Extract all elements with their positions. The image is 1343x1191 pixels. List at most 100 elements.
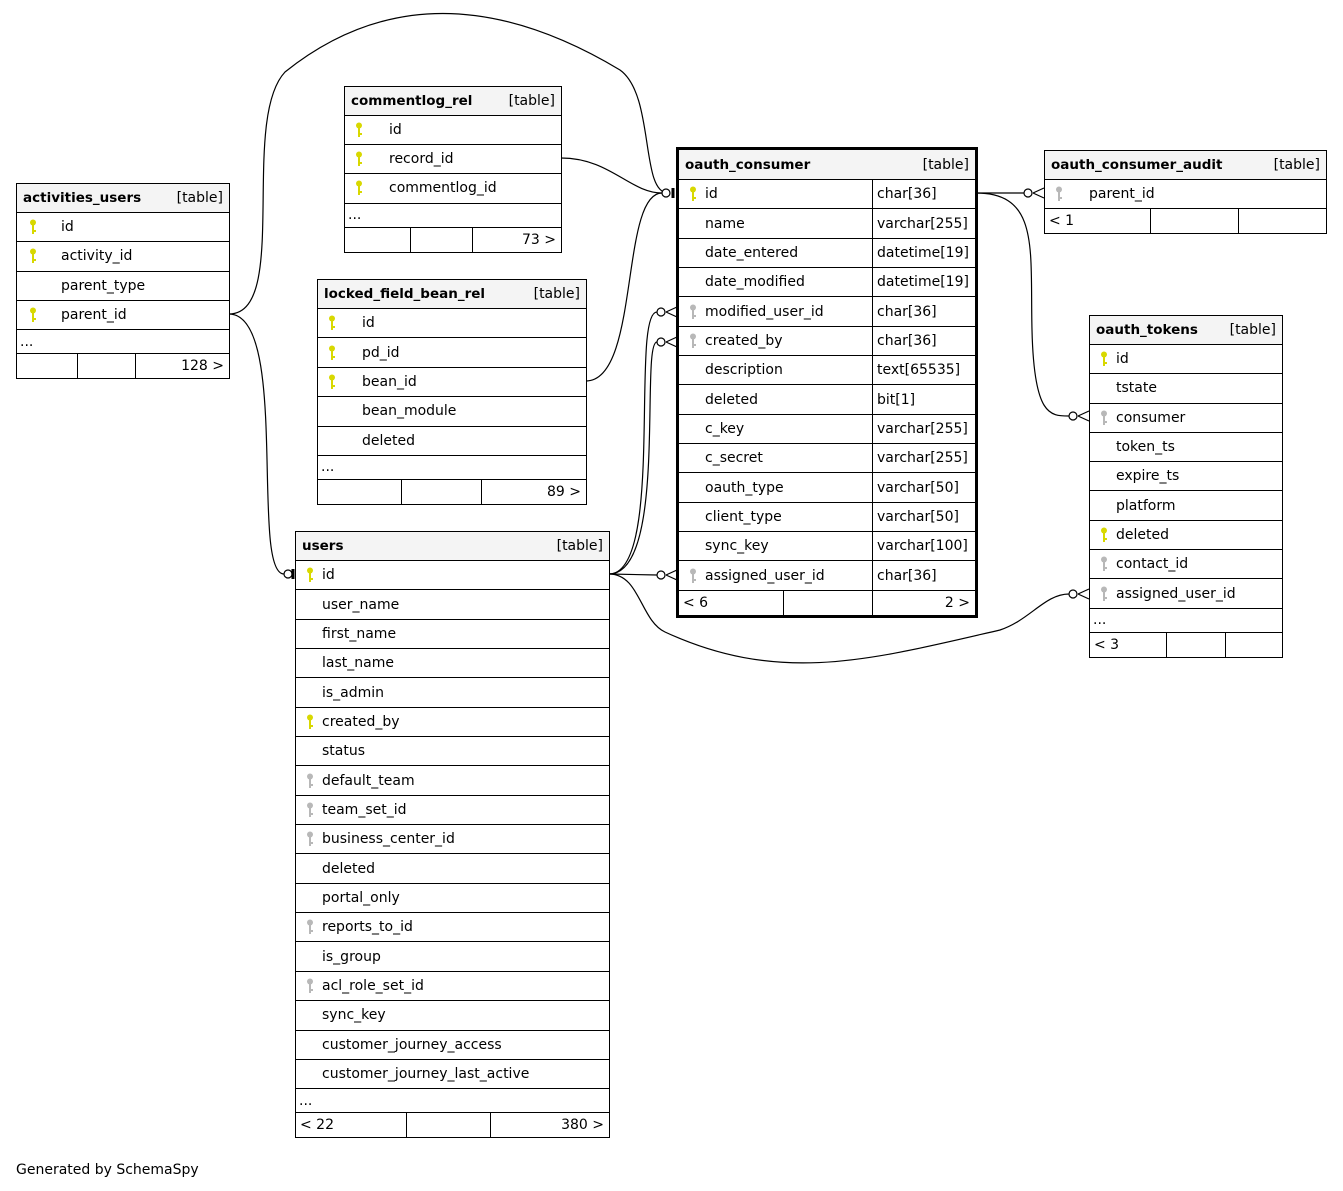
column-row[interactable]: customer_journey_last_active — [296, 1060, 609, 1090]
table-oauth-consumer-audit[interactable]: oauth_consumer_audit [table] parent_id <… — [1044, 150, 1327, 234]
column-row[interactable]: is_group — [296, 942, 609, 972]
column-row[interactable]: platform — [1090, 491, 1282, 521]
table-oauth-tokens[interactable]: oauth_tokens [table] id tstate consumer … — [1089, 315, 1283, 658]
column-name: business_center_id — [322, 831, 455, 848]
column-row[interactable]: contact_id — [1090, 550, 1282, 580]
column-row[interactable]: record_id — [345, 145, 561, 175]
parent-count-link[interactable]: < 3 — [1094, 636, 1120, 653]
child-count-link[interactable]: 128 > — [181, 358, 224, 375]
parent-count-link[interactable]: < 6 — [683, 594, 709, 611]
table-locked-field-bean-rel[interactable]: locked_field_bean_rel [table] id pd_id b… — [317, 279, 587, 505]
more-columns-ellipsis[interactable]: ... — [296, 1089, 609, 1114]
child-count-link[interactable]: 2 > — [944, 594, 970, 611]
column-row[interactable]: id — [318, 309, 586, 339]
column-row[interactable]: token_ts — [1090, 433, 1282, 463]
column-row[interactable]: first_name — [296, 620, 609, 650]
column-row[interactable]: id — [296, 561, 609, 591]
footer-divider — [406, 1113, 407, 1138]
column-name: description — [705, 362, 783, 379]
column-row[interactable]: team_set_id — [296, 796, 609, 826]
column-row[interactable]: portal_only — [296, 884, 609, 914]
column-row[interactable]: business_center_id — [296, 825, 609, 855]
column-name: acl_role_set_id — [322, 977, 424, 994]
column-row[interactable]: sync_key — [296, 1001, 609, 1031]
column-row[interactable]: consumer — [1090, 404, 1282, 433]
column-row[interactable]: parent_id — [1045, 180, 1326, 209]
column-row[interactable]: deleted — [318, 427, 586, 456]
table-header[interactable]: locked_field_bean_rel [table] — [318, 280, 586, 309]
table-header[interactable]: oauth_consumer [table] — [679, 150, 975, 180]
column-row[interactable]: bean_module — [318, 397, 586, 427]
footer-divider — [472, 227, 473, 252]
more-columns-ellipsis[interactable]: ... — [1090, 609, 1282, 633]
table-header[interactable]: activities_users [table] — [17, 184, 229, 213]
column-row[interactable]: created_by — [296, 708, 609, 738]
parent-count-link[interactable]: < 1 — [1049, 213, 1075, 229]
column-row[interactable]: parent_type — [17, 272, 229, 301]
primary-key-icon — [355, 180, 363, 196]
edge-end-markers — [283, 187, 1090, 600]
column-row[interactable]: commentlog_id — [345, 174, 561, 204]
column-row[interactable]: reports_to_id — [296, 913, 609, 943]
column-row[interactable]: acl_role_set_id — [296, 972, 609, 1002]
table-header[interactable]: oauth_tokens [table] — [1090, 316, 1282, 345]
column-row[interactable]: customer_journey_access — [296, 1031, 609, 1060]
column-row[interactable]: activity_id — [17, 242, 229, 272]
table-type-label: [table] — [556, 538, 603, 554]
table-header[interactable]: oauth_consumer_audit [table] — [1045, 151, 1326, 180]
primary-key-icon — [355, 151, 363, 167]
column-row[interactable]: id — [1090, 345, 1282, 375]
child-count-link[interactable]: 89 > — [547, 483, 581, 500]
column-row[interactable]: status — [296, 737, 609, 767]
column-row[interactable]: bean_id — [318, 368, 586, 398]
footer-divider — [401, 479, 402, 504]
table-header[interactable]: users [table] — [296, 532, 609, 561]
foreign-key-icon — [306, 978, 314, 994]
table-header[interactable]: commentlog_rel [table] — [345, 87, 561, 116]
more-columns-ellipsis[interactable]: ... — [318, 456, 586, 480]
table-users[interactable]: users [table] id user_name first_name la… — [295, 531, 610, 1139]
footer-divider — [481, 479, 482, 504]
column-row[interactable]: assigned_user_id — [1090, 579, 1282, 609]
foreign-key-icon — [306, 831, 314, 847]
column-row[interactable]: default_team — [296, 766, 609, 796]
column-row[interactable]: id — [17, 213, 229, 243]
column-row[interactable]: deleted — [1090, 521, 1282, 551]
column-row[interactable]: deleted — [296, 854, 609, 884]
table-commentlog-rel[interactable]: commentlog_rel [table] id record_id comm… — [344, 86, 562, 253]
column-row[interactable]: last_name — [296, 649, 609, 679]
child-count-link[interactable]: 73 > — [522, 231, 556, 248]
column-row[interactable]: expire_ts — [1090, 462, 1282, 492]
column-name: tstate — [1116, 380, 1157, 397]
column-name: portal_only — [322, 889, 400, 906]
edge-users-to-oauth-tokens — [608, 573, 1070, 664]
more-columns-ellipsis[interactable]: ... — [345, 204, 561, 228]
column-row[interactable]: pd_id — [318, 338, 586, 368]
child-count-link[interactable]: 380 > — [561, 1117, 604, 1134]
column-name: consumer — [1116, 409, 1186, 426]
column-row[interactable]: id — [345, 116, 561, 146]
column-row[interactable]: tstate — [1090, 374, 1282, 404]
table-activities-users[interactable]: activities_users [table] id activity_id … — [16, 183, 230, 380]
column-row[interactable]: is_admin — [296, 678, 609, 708]
column-row[interactable]: user_name — [296, 590, 609, 620]
column-type: datetime[19] — [872, 268, 969, 297]
parent-count-link[interactable]: < 22 — [300, 1117, 334, 1134]
column-row[interactable]: parent_id — [17, 301, 229, 331]
more-columns-ellipsis[interactable]: ... — [17, 330, 229, 355]
